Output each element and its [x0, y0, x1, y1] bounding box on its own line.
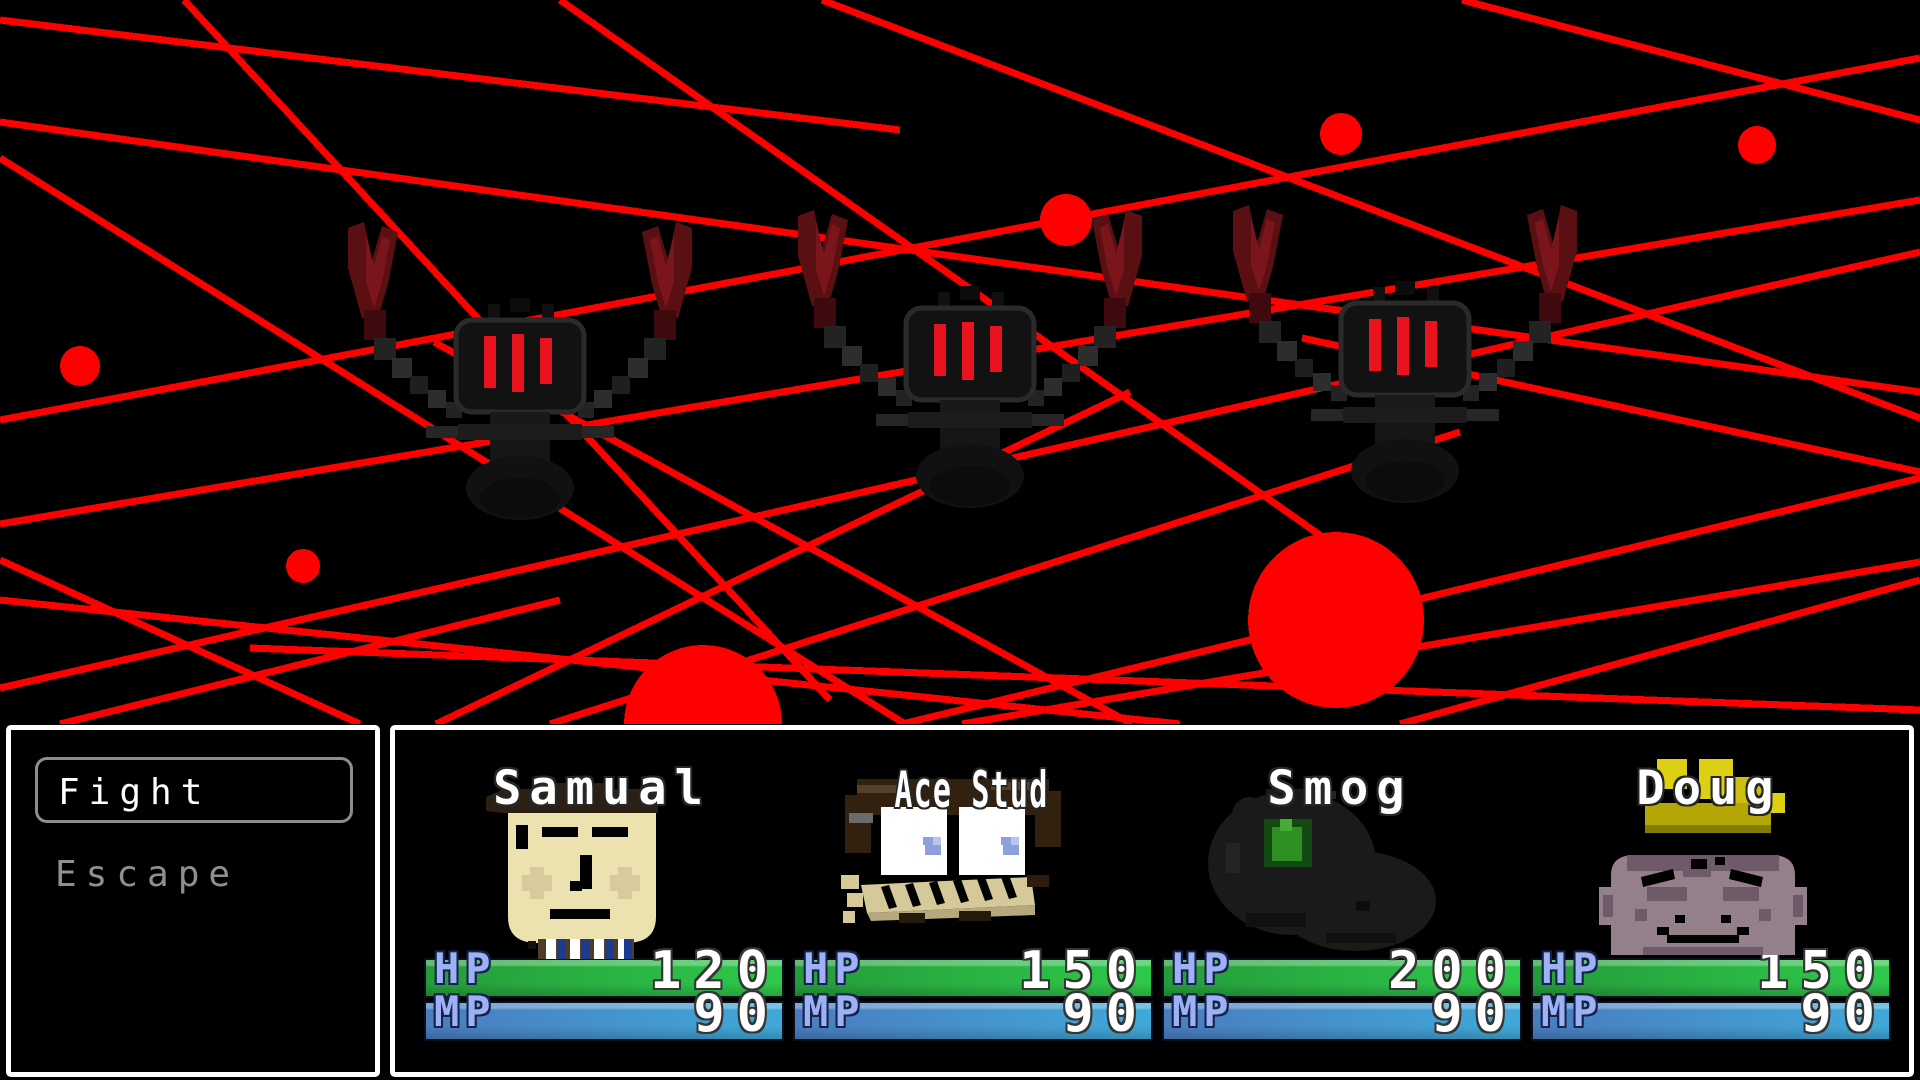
hp-gauge: HP 120	[424, 945, 784, 998]
member-name: Samual	[493, 761, 711, 816]
hp-value: 150	[1019, 941, 1149, 1001]
mp-value: 90	[1431, 984, 1518, 1044]
mp-value: 90	[693, 984, 780, 1044]
laser-orb	[1320, 113, 1362, 155]
party-member-cell[interactable]: Doug HP 150 MP 90	[1531, 725, 1891, 1077]
party-member-cell[interactable]: Samual HP 120 MP 90	[424, 725, 784, 1077]
mp-gauge: MP 90	[1531, 988, 1891, 1041]
hp-label: HP	[1541, 944, 1604, 993]
mp-label: MP	[1541, 987, 1604, 1036]
laser-orb	[60, 346, 100, 386]
mp-label: MP	[803, 987, 866, 1036]
party-member-cell[interactable]: Ace Stud HP 150 MP 90	[793, 725, 1153, 1077]
mp-value: 90	[1800, 984, 1887, 1044]
mp-value: 90	[1062, 984, 1149, 1044]
enemy-sprite[interactable]	[798, 210, 1142, 508]
hp-label: HP	[803, 944, 866, 993]
member-name: Smog	[1267, 761, 1413, 816]
hp-label: HP	[434, 944, 497, 993]
member-name: Doug	[1636, 761, 1782, 816]
mp-gauge: MP 90	[1162, 988, 1522, 1041]
enemy-sprite[interactable]	[348, 222, 692, 520]
mp-label: MP	[434, 987, 497, 1036]
battlefield-art	[0, 0, 1920, 803]
hp-value: 120	[650, 941, 780, 1001]
laser-orb	[1738, 126, 1776, 164]
battlefield	[0, 0, 1920, 803]
enemy-sprite[interactable]	[1233, 205, 1577, 503]
menu-item-escape[interactable]: Escape	[55, 854, 240, 895]
laser-orb	[1040, 194, 1092, 246]
mp-gauge: MP 90	[793, 988, 1153, 1041]
laser-orb-large	[1248, 532, 1424, 708]
hp-gauge: HP 200	[1162, 945, 1522, 998]
mp-gauge: MP 90	[424, 988, 784, 1041]
party-member-cell[interactable]: Smog HP 200 MP 90	[1162, 725, 1522, 1077]
laser-orb	[286, 549, 320, 583]
mp-label: MP	[1172, 987, 1235, 1036]
hp-value: 200	[1388, 941, 1518, 1001]
hp-label: HP	[1172, 944, 1235, 993]
hp-gauge: HP 150	[793, 945, 1153, 998]
member-name: Ace Stud	[893, 761, 1049, 819]
menu-item-fight[interactable]: Fight	[35, 757, 353, 823]
